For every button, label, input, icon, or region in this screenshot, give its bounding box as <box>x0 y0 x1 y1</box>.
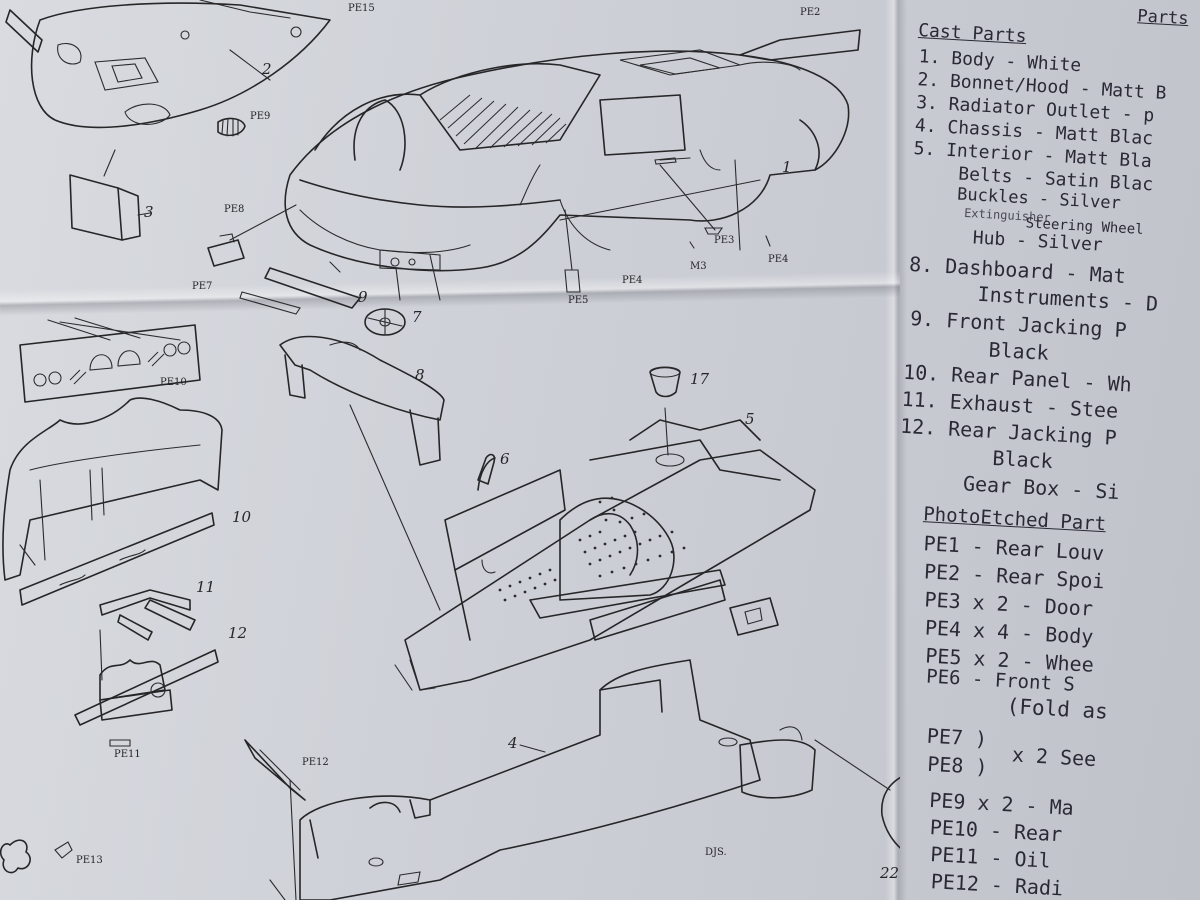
label-m3: M3 <box>690 261 707 272</box>
cast-parts-heading: Cast Parts <box>917 20 1028 48</box>
cast-line-9-black: Black <box>987 337 1050 365</box>
gearbox-strip-part <box>20 513 214 605</box>
pe-line-8: PE8 ) <box>926 751 989 780</box>
rear-spoiler <box>740 30 860 60</box>
extinguisher-part-6 <box>478 455 494 484</box>
label-17: 17 <box>690 370 710 388</box>
exploded-assembly-drawing <box>0 0 900 900</box>
interior-part-5 <box>395 408 815 690</box>
radiator-plate-pe12 <box>245 740 305 800</box>
dashboard-part-8 <box>280 337 444 610</box>
pe-line-12: PE12 - Radi <box>930 869 1064 900</box>
label-pe13: PE13 <box>76 855 103 866</box>
label-3: 3 <box>144 203 154 221</box>
bonnet-hood-part <box>32 0 330 127</box>
pe-line-7-8-see: x 2 See <box>1011 742 1097 772</box>
label-pe9: PE9 <box>250 111 271 122</box>
label-11: 11 <box>196 578 216 596</box>
pe-line-9: PE9 x 2 - Ma <box>928 787 1075 820</box>
label-pe5: PE5 <box>568 295 589 306</box>
steering-wheel-part-7 <box>365 268 405 335</box>
rear-panel-part-10 <box>3 398 222 580</box>
front-jacking-point-part <box>240 262 360 314</box>
label-pe4-right: PE4 <box>768 254 789 265</box>
rear-light-panel-pe10 <box>20 318 200 402</box>
pe9-vent-part <box>218 119 245 136</box>
label-9: 9 <box>358 288 368 306</box>
photoetched-heading: PhotoEtched Part <box>922 503 1107 536</box>
rear-window-hatching <box>440 95 566 148</box>
label-22: 22 <box>880 864 900 882</box>
label-pe11: PE11 <box>114 749 141 760</box>
label-6: 6 <box>500 450 510 468</box>
vertical-fold-crease <box>885 0 907 900</box>
gearbox-cap-part-17 <box>650 367 680 397</box>
cast-line-gearbox: Gear Box - Si <box>962 471 1121 504</box>
label-5: 5 <box>745 410 755 428</box>
cast-line-8: 8. Dashboard - Mat <box>908 251 1127 289</box>
label-pe15: PE15 <box>348 3 375 14</box>
rear-jacking-point-part-12 <box>75 650 218 746</box>
pe-line-4: PE4 x 4 - Body <box>924 615 1094 649</box>
cast-line-9: 9. Front Jacking P <box>909 306 1128 343</box>
parts-list-column: Parts Cast Parts 1. Body - White 2. Bonn… <box>868 0 1200 900</box>
pe-line-2: PE2 - Rear Spoi <box>923 559 1106 594</box>
pe-line-7: PE7 ) <box>926 723 988 751</box>
pe-line-11: PE11 - Oil <box>929 842 1052 873</box>
label-pe8: PE8 <box>224 204 245 215</box>
label-pe2: PE2 <box>800 7 821 18</box>
small-bracket-top-left <box>6 10 42 52</box>
label-7: 7 <box>412 308 422 326</box>
label-djs: DJS. <box>705 847 727 858</box>
car-body-part <box>285 30 860 300</box>
label-12: 12 <box>228 624 248 642</box>
pe7-pe8-brackets <box>208 205 296 266</box>
label-10: 10 <box>232 508 252 526</box>
pe-line-6: PE6 - Front S <box>925 665 1076 696</box>
label-pe7: PE7 <box>192 281 213 292</box>
pe13-clip-part <box>1 840 72 872</box>
label-8: 8 <box>415 366 425 384</box>
interior-floor-dot-texture <box>498 496 686 602</box>
label-pe4-left: PE4 <box>622 275 643 286</box>
label-1: 1 <box>782 158 792 176</box>
chassis-part-4 <box>270 660 815 900</box>
pe-line-6-fold: (Fold as <box>1006 694 1109 724</box>
parts-list-header: Parts <box>1136 6 1190 30</box>
radiator-outlet-part <box>70 150 150 240</box>
pe-line-3: PE3 x 2 - Door <box>923 587 1094 621</box>
pe-line-1: PE1 - Rear Louv <box>923 531 1105 566</box>
label-4: 4 <box>508 734 518 752</box>
cast-line-12-black: Black <box>991 445 1054 474</box>
pe-line-10: PE10 - Rear <box>929 814 1063 847</box>
label-pe12: PE12 <box>302 757 329 768</box>
cast-line-hub: Hub - Silver <box>972 227 1104 256</box>
label-2: 2 <box>262 60 272 78</box>
label-pe10: PE10 <box>160 377 187 388</box>
label-pe3: PE3 <box>714 235 735 246</box>
wheel-part-22 <box>815 740 900 870</box>
cast-line-instruments: Instruments - D <box>977 281 1159 316</box>
